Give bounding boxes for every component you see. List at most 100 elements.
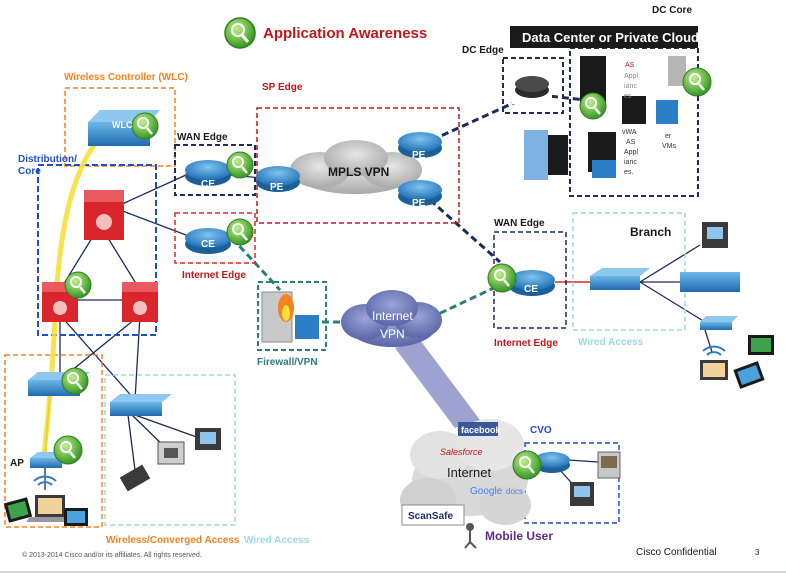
sp-edge-box: [256, 107, 460, 224]
router-cvo: [534, 452, 570, 473]
internet-edge-left-box: [174, 212, 256, 264]
salesforce-label: Salesforce: [440, 447, 483, 457]
dc-fragment-3: ianc: [624, 83, 637, 90]
link-branch-ap: [704, 329, 713, 353]
link-branch-phone: [639, 244, 701, 283]
distribution-label-2: Core: [18, 166, 41, 177]
magnifier-icon-dc-core: [682, 67, 712, 97]
ce-label-internet-left: CE: [201, 239, 215, 250]
wan-edge-left-label: WAN Edge: [177, 132, 228, 143]
sp-edge-label: SP Edge: [262, 82, 303, 93]
internet-vpn-label-1: Internet: [372, 309, 413, 323]
dc-fragment-11: VMs: [662, 143, 677, 150]
pe-label-top: PE: [412, 150, 426, 161]
laptop-campus: [26, 495, 74, 522]
link-access-cam: [127, 414, 136, 471]
magnifier-icon-ap: [53, 435, 83, 465]
ce-label-wan-left: CE: [201, 179, 215, 190]
wifi-icon-campus: [33, 475, 57, 486]
router-ce-branch: [509, 270, 555, 296]
internet-label: Internet: [447, 465, 491, 480]
link-core-wanedge: [119, 174, 187, 206]
wired-access-branch-label: Wired Access: [578, 337, 644, 348]
link-access-phone: [134, 414, 206, 441]
magnifier-icon-title: [224, 17, 256, 49]
internet-vpn-cloud: [341, 290, 442, 347]
link-pe-dcedge: [431, 98, 521, 142]
wlc-device-label: WLC: [112, 120, 133, 130]
confidential-text: Cisco Confidential: [636, 547, 717, 558]
mpls-cloud: [290, 140, 422, 194]
branch-label: Branch: [630, 225, 671, 239]
router-pe-bottom: [398, 180, 442, 206]
tablet-branch-2: [733, 361, 765, 389]
facebook-logo: [458, 422, 498, 436]
page-title: Application Awareness: [263, 25, 427, 42]
internet-edge-left-label: Internet Edge: [182, 270, 246, 281]
dc-fragment-9: es.: [624, 169, 633, 176]
magnifier-icon-dc-edge: [579, 92, 607, 120]
ip-phone-cvo: [570, 482, 594, 506]
dc-fragment-7: Appl: [624, 149, 638, 156]
scansafe-logo: [401, 504, 465, 526]
access-switch-wired: [110, 394, 172, 416]
dc-fragment-4: es: [624, 93, 632, 100]
copyright-text: © 2013-2014 Cisco and/or its affiliates.…: [22, 551, 202, 559]
link-branch-sw3: [639, 281, 706, 323]
wifi-icon-branch: [702, 345, 726, 356]
pe-label-bottom: PE: [412, 198, 426, 209]
core-switch: [84, 190, 124, 240]
pe-label-left: PE: [270, 182, 284, 193]
wan-edge-right-label: WAN Edge: [494, 218, 545, 229]
tablet-right: [64, 508, 88, 526]
link-cvo-tp: [567, 459, 599, 463]
magnifier-icon-branch-ce: [487, 263, 517, 293]
wired-access-box: [104, 374, 236, 526]
cvo-label: CVO: [530, 425, 552, 436]
firewall-device: [261, 291, 319, 343]
link-dist-l-access2: [59, 314, 136, 401]
dc-core-label: DC Core: [652, 5, 692, 16]
router-pe-left: [256, 166, 300, 192]
branch-switch-stack: [680, 272, 740, 292]
tablet-left: [3, 497, 33, 523]
page-number: 3: [755, 548, 760, 557]
magnifier-icon-wan-left: [226, 151, 254, 179]
ip-phone-campus: [195, 428, 221, 450]
badge-reader: [157, 441, 185, 465]
ip-phone-branch: [702, 222, 728, 248]
google-label: Google: [470, 486, 503, 497]
dc-banner: [510, 26, 698, 48]
firewall-box: [257, 281, 327, 351]
docs-label: docs: [506, 487, 523, 496]
wan-edge-left-box: [174, 144, 256, 196]
mpls-vpn-label: MPLS VPN: [328, 165, 389, 179]
scansafe-label: ScanSafe: [408, 511, 453, 522]
dc-fragment-6: AS: [626, 139, 636, 146]
link-pe-wanedge-r: [429, 198, 501, 264]
wired-access-campus-label: Wired Access: [244, 535, 310, 546]
internet-edge-right-label: Internet Edge: [494, 338, 558, 349]
dc-fragment-5: vWA: [622, 129, 637, 136]
branch-box: [572, 212, 686, 331]
branch-ap-switch: [700, 316, 738, 330]
branch-switch: [590, 268, 650, 290]
ap-label: AP: [10, 458, 24, 469]
facebook-label: facebook: [461, 425, 502, 435]
dc-banner-label: Data Center or Private Cloud: [522, 30, 699, 45]
magnifier-icon-access: [61, 367, 89, 395]
app-awareness-icons: [53, 17, 712, 480]
wlc-label: Wireless Controller (WLC): [64, 72, 188, 83]
laptop-branch: [700, 360, 728, 380]
router-pe-top: [398, 132, 442, 158]
distribution-label-1: Distribution/: [18, 154, 77, 165]
magnifier-icon-dist: [64, 271, 92, 299]
camera: [119, 464, 151, 492]
wireless-access-label: Wireless/Converged Access: [106, 535, 240, 546]
link-internet-ce: [429, 283, 501, 320]
magnifier-icon-internet-left: [226, 218, 254, 246]
telepresence-cvo: [597, 451, 621, 479]
vpn-tunnel: [395, 340, 480, 428]
